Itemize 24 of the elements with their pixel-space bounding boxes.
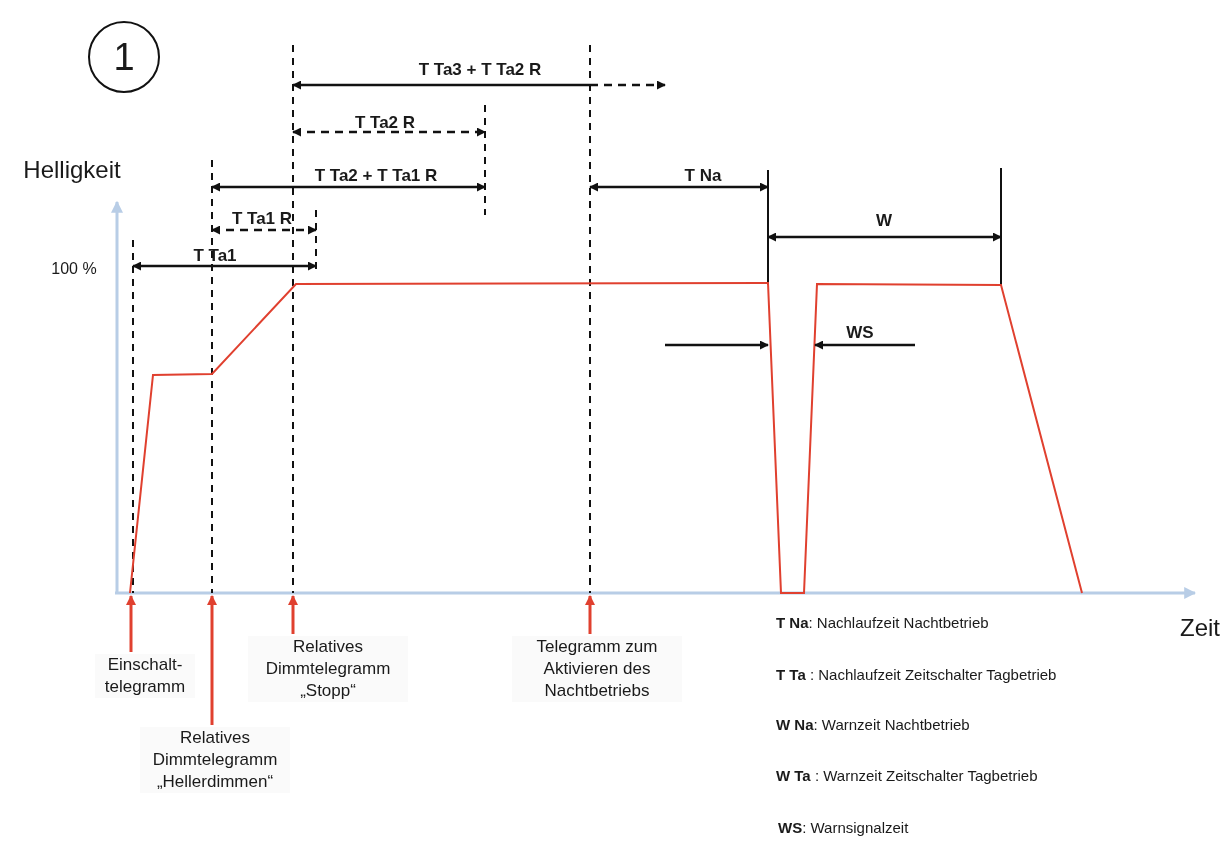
event-label: Telegramm zum Aktivieren des Nachtbetriebs <box>512 636 682 702</box>
dimension-label: W <box>876 210 892 232</box>
axis-label: Zeit <box>1180 613 1220 643</box>
event-label: Einschalt- telegramm <box>95 654 195 698</box>
arrow <box>288 595 298 634</box>
dimension-label: T Ta3 + T Ta2 R <box>418 59 542 81</box>
dimension-label: T Ta1 R <box>231 208 293 230</box>
arrow <box>126 595 136 652</box>
definition-text: T Na: Nachlaufzeit Nachtbetrieb <box>776 613 989 633</box>
dimension-label: T Ta2 + T Ta1 R <box>314 165 438 187</box>
dimension-label: WS <box>846 322 874 344</box>
definition-text: T Ta : Nachlaufzeit Zeitschalter Tagbetrieb <box>776 665 1057 685</box>
dimension-label: T Na <box>684 165 722 187</box>
arrow <box>585 595 595 634</box>
definition-text: WS: Warnsignalzeit <box>778 818 909 838</box>
arrow <box>207 595 217 725</box>
event-label: Relatives Dimmtelegramm „Stopp“ <box>248 636 408 702</box>
tick-label: 100 % <box>51 259 97 279</box>
dimension-label: T Ta1 <box>193 245 237 267</box>
dimension-label: T Ta2 R <box>354 112 416 134</box>
definition-text: W Ta : Warnzeit Zeitschalter Tagbetrieb <box>776 766 1038 786</box>
definition-text: W Na: Warnzeit Nachtbetrieb <box>776 715 970 735</box>
event-label: Relatives Dimmtelegramm „Hellerdimmen“ <box>140 727 290 793</box>
axis-label: Helligkeit <box>23 155 121 185</box>
